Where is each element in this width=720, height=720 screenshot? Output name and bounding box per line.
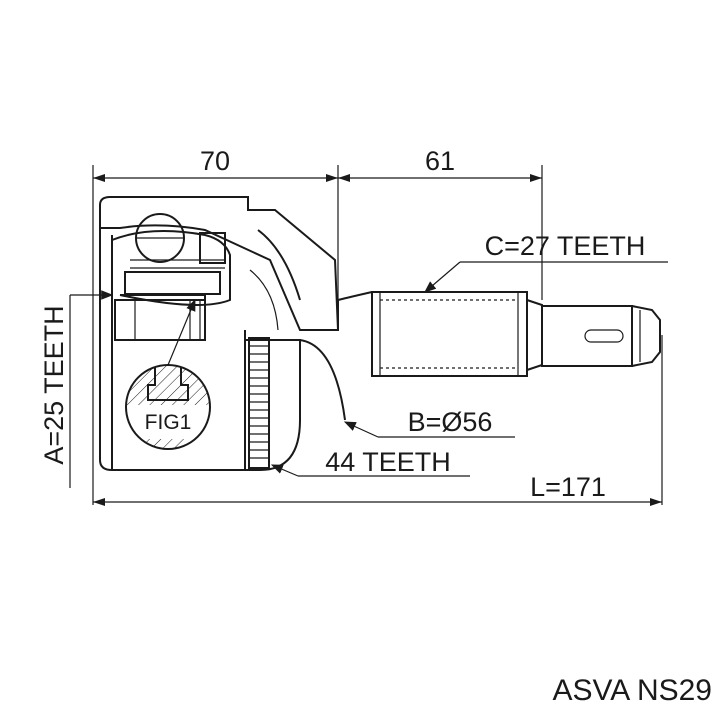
cv-housing [99, 196, 373, 471]
abs-ring-teeth [248, 337, 270, 469]
abs-ring-label: 44 TEETH [325, 447, 451, 477]
housing-length-label: 70 [200, 146, 230, 176]
part-caption: ASVA NS29 [552, 674, 712, 707]
leader-lines [69, 261, 668, 488]
total-length-label: L=171 [530, 472, 606, 502]
seal-diameter-label: B=Ø56 [408, 407, 493, 437]
shaft-length-label: 61 [425, 146, 455, 176]
extension-lines [92, 165, 663, 505]
dimension-61 [338, 174, 542, 182]
dimension-total-length [93, 498, 662, 506]
inner-spline-label: A=25 TEETH [39, 305, 69, 464]
outer-spline-label: C=27 TEETH [485, 231, 646, 261]
stub-shaft [371, 291, 661, 377]
fig1-detail: FIG1 [125, 298, 211, 450]
dimension-70 [93, 174, 338, 182]
figure-label: FIG1 [145, 411, 192, 434]
